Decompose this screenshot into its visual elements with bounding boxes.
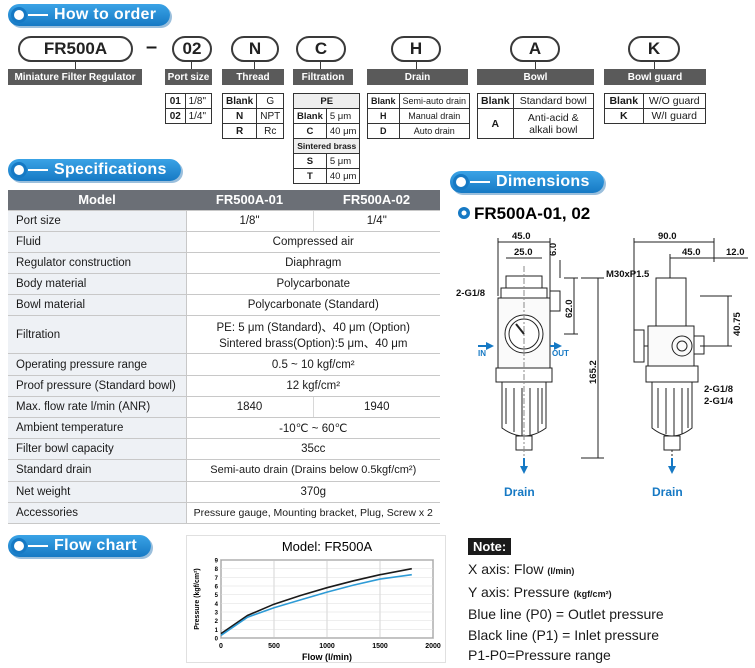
- bowl-code: A: [510, 36, 560, 62]
- y-tick-label: 0: [215, 637, 219, 643]
- dimensions-title: Dimensions: [496, 173, 590, 190]
- y-tick-label: 7: [215, 576, 219, 582]
- y-tick-label: 4: [215, 602, 219, 608]
- x-tick-label: 2000: [425, 643, 441, 650]
- thread-code: N: [231, 36, 279, 62]
- x-tick-label: 500: [268, 643, 280, 650]
- svg-text:62.0: 62.0: [564, 300, 575, 319]
- bowl-label: Bowl: [477, 69, 594, 85]
- bullet-icon: [11, 7, 27, 23]
- model-code: FR500A: [18, 36, 133, 62]
- note-black-line: Black line (P1) = Inlet pressure: [468, 626, 660, 643]
- x-tick-label: 1000: [319, 643, 335, 650]
- svg-text:2-G1/8: 2-G1/8: [704, 384, 733, 395]
- drain-label: Drain: [367, 69, 468, 85]
- note-y-axis: Y axis: Pressure (kgf/cm²): [468, 583, 612, 600]
- svg-text:OUT: OUT: [552, 349, 569, 358]
- x-axis-label: Flow (l/min): [302, 652, 352, 662]
- note-range: P1-P0=Pressure range: [468, 647, 611, 663]
- svg-text:90.0: 90.0: [658, 231, 677, 242]
- guard-code: K: [628, 36, 680, 62]
- chart-note: Note: X axis: Flow (l/min) Y axis: Press…: [468, 536, 664, 666]
- specifications-title: Specifications: [54, 161, 167, 178]
- y-tick-label: 2: [215, 619, 219, 625]
- note-blue-line: Blue line (P0) = Outlet pressure: [468, 606, 664, 622]
- port-label: Port size: [165, 69, 212, 85]
- y-tick-label: 1: [215, 628, 219, 634]
- thread-label: Thread: [222, 69, 284, 85]
- model-label: Miniature Filter Regulator: [8, 69, 142, 85]
- svg-text:45.0: 45.0: [512, 231, 531, 242]
- dimensions-header: Dimensions: [450, 171, 604, 193]
- svg-text:12.0: 12.0: [726, 247, 745, 258]
- bullet-icon: [453, 174, 469, 190]
- series-line-outlet: [220, 573, 412, 637]
- guard-label: Bowl guard: [604, 69, 706, 85]
- svg-text:Drain: Drain: [652, 485, 683, 499]
- svg-text:M30xP1.5: M30xP1.5: [606, 269, 650, 280]
- svg-text:2-G1/4: 2-G1/4: [704, 396, 734, 407]
- flow-chart-header: Flow chart: [8, 535, 152, 557]
- note-x-axis: X axis: Flow (l/min): [468, 561, 575, 577]
- bullet-icon: [11, 162, 27, 178]
- port-code: 02: [172, 36, 212, 62]
- y-axis-label: Pressure (kgf/cm²): [194, 568, 201, 629]
- how-to-order-header: How to order: [8, 4, 171, 26]
- code-dash: –: [146, 36, 158, 58]
- filtration-label: Filtration: [293, 69, 353, 85]
- dimensions-subtitle: FR500A-01, 02: [474, 204, 590, 223]
- y-tick-label: 9: [215, 559, 219, 565]
- series-line-inlet: [220, 567, 412, 635]
- svg-text:40.75: 40.75: [732, 312, 743, 336]
- bullet-icon: [11, 538, 27, 554]
- specifications-header: Specifications: [8, 159, 181, 181]
- x-tick-label: 1500: [372, 643, 388, 650]
- svg-text:Drain: Drain: [504, 485, 535, 499]
- svg-text:2-G1/8: 2-G1/8: [456, 288, 485, 299]
- chart-title: Model: FR500A: [282, 539, 373, 554]
- x-tick-label: 0: [219, 643, 223, 650]
- note-title: Note:: [468, 538, 512, 555]
- dimensions-drawing: FR500A-01, 02: [456, 196, 752, 506]
- how-to-order-title: How to order: [54, 6, 157, 23]
- y-tick-label: 5: [215, 593, 219, 599]
- svg-text:45.0: 45.0: [682, 247, 701, 258]
- y-tick-label: 8: [215, 567, 219, 573]
- flow-chart-title: Flow chart: [54, 537, 138, 554]
- svg-text:IN: IN: [478, 349, 486, 358]
- svg-text:25.0: 25.0: [514, 247, 533, 258]
- drain-code: H: [391, 36, 441, 62]
- y-tick-label: 3: [215, 611, 219, 617]
- y-tick-label: 6: [215, 585, 219, 591]
- svg-text:6.0: 6.0: [548, 243, 559, 256]
- svg-text:165.2: 165.2: [588, 360, 599, 384]
- filtration-code: C: [296, 36, 346, 62]
